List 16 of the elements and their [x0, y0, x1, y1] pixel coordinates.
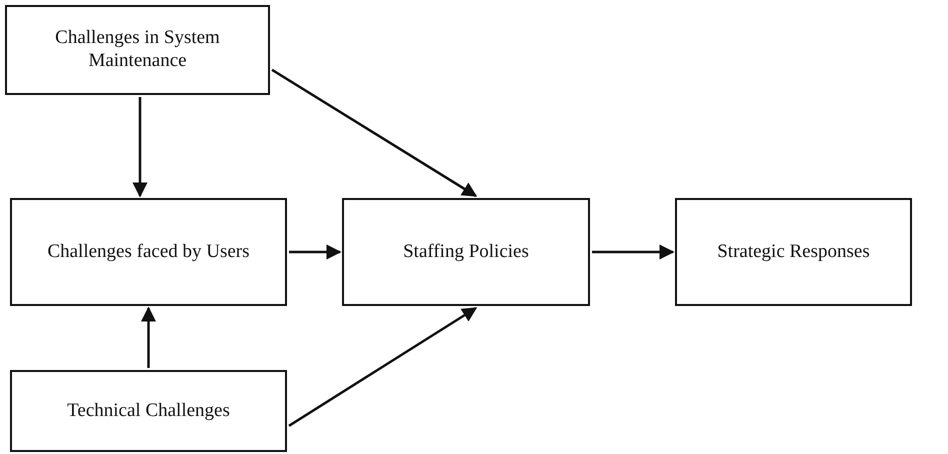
process-box [10, 370, 287, 452]
arrow [592, 244, 674, 260]
process-box [10, 198, 287, 306]
arrow [141, 306, 156, 368]
arrow [288, 306, 478, 427]
box-label: Strategic Responses [717, 240, 870, 264]
process-box [342, 198, 590, 306]
box-label: Staffing Policies [403, 240, 529, 264]
arrow [289, 244, 342, 260]
arrow [271, 68, 478, 198]
box-label: Challenges in System Maintenance [54, 27, 221, 73]
box-label: Technical Challenges [67, 400, 230, 422]
box-label: Challenges faced by Users [47, 240, 250, 264]
process-box [675, 198, 912, 306]
arrow [132, 97, 148, 198]
process-box [5, 5, 270, 95]
